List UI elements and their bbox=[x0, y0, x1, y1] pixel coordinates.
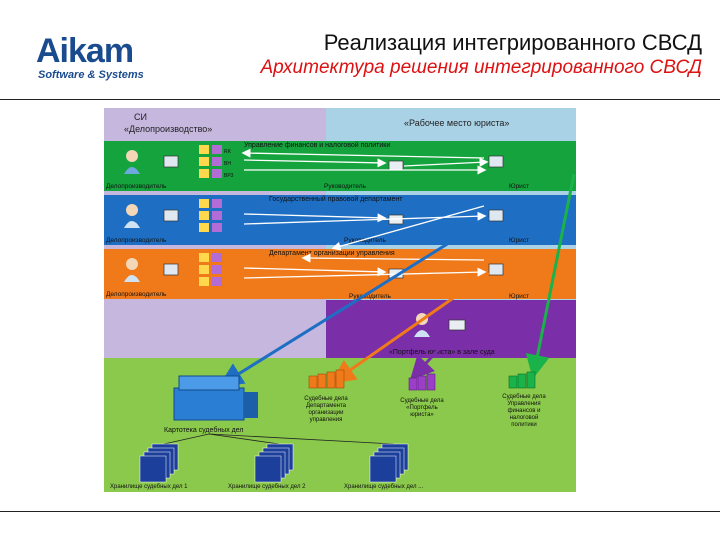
doc-stack-icon bbox=[199, 199, 222, 232]
lawyer-label-org: Юрист bbox=[509, 293, 529, 300]
portfolio-label: «Портфель юриста» в зале суда bbox=[389, 349, 495, 356]
clerk-label-finance: Делопроизводитель bbox=[106, 183, 167, 190]
case-registry-icon bbox=[173, 375, 258, 421]
clerk-icon bbox=[124, 258, 140, 282]
doc-label-rk: RK bbox=[224, 149, 232, 155]
monitor-icon bbox=[488, 263, 504, 276]
footer-divider bbox=[0, 511, 720, 512]
left-panel-title-2: «Делопроизводство» bbox=[124, 124, 212, 134]
logo-wordmark: Aikam bbox=[36, 32, 134, 70]
band-label-finance: Управление финансов и налоговой политики bbox=[244, 141, 390, 149]
architecture-diagram: СИ «Делопроизводство» «Рабочее место юри… bbox=[104, 108, 576, 492]
flow-arrows bbox=[241, 148, 489, 279]
doc-label-bp3: BP3 bbox=[224, 173, 234, 179]
monitor-icon bbox=[163, 209, 179, 222]
band-label-legal: Государственный правовой департамент bbox=[269, 195, 403, 203]
storage-label-1: Хранилище судебных дел 1 bbox=[110, 484, 188, 490]
page-title: Реализация интегрированного СВСД bbox=[323, 30, 702, 55]
storage-stack-icon bbox=[369, 443, 409, 483]
clerk-label-legal: Делопроизводитель bbox=[106, 237, 167, 244]
storage-label-2: Хранилище судебных дел 2 bbox=[228, 484, 306, 490]
company-logo: Aikam Software & Systems bbox=[36, 32, 171, 86]
monitor-icon bbox=[488, 155, 504, 168]
clerk-label-org: Делопроизводитель bbox=[106, 291, 167, 298]
database-icon bbox=[508, 371, 536, 389]
manager-label-legal: Руководитель bbox=[344, 237, 386, 244]
blue-sync-arrow bbox=[218, 216, 490, 387]
header-divider bbox=[0, 99, 720, 100]
doc-stack-icon bbox=[199, 253, 222, 286]
doc-stack-icon bbox=[199, 145, 222, 178]
storage-links bbox=[163, 433, 395, 445]
lawyer-label-finance: Юрист bbox=[509, 183, 529, 190]
orange-sync-arrow bbox=[331, 271, 490, 384]
page-subtitle: Архитектура решения интегрированного СВС… bbox=[260, 57, 702, 78]
monitor-icon bbox=[488, 209, 504, 222]
database-icon bbox=[408, 373, 436, 391]
purple-sync-arrow bbox=[409, 331, 456, 381]
clerk-icon bbox=[124, 150, 140, 174]
clerk-icon bbox=[124, 204, 140, 228]
monitor-icon bbox=[163, 155, 179, 168]
monitor-icon bbox=[163, 263, 179, 276]
registry-label: Картотека судебных дел bbox=[164, 426, 244, 434]
storage-stack-icon bbox=[139, 443, 179, 483]
band-label-org: Департамент организации управления bbox=[269, 250, 395, 257]
storage-label-3: Хранилище судебных дел ... bbox=[344, 484, 424, 490]
right-panel-title: «Рабочее место юриста» bbox=[404, 118, 509, 128]
database-icon bbox=[308, 369, 345, 389]
doc-label-bh: BH bbox=[224, 161, 231, 167]
laptop-icon bbox=[388, 160, 404, 171]
storage-stack-icon bbox=[254, 443, 294, 483]
lawyer-label-legal: Юрист bbox=[509, 237, 529, 244]
left-panel-title-1: СИ bbox=[134, 112, 147, 122]
logo-tagline: Software & Systems bbox=[38, 69, 144, 81]
manager-label-finance: Руководитель bbox=[324, 183, 366, 190]
laptop-icon bbox=[448, 319, 466, 331]
manager-label-org: Руководитель bbox=[349, 293, 391, 300]
green-sync-arrow bbox=[525, 173, 576, 379]
